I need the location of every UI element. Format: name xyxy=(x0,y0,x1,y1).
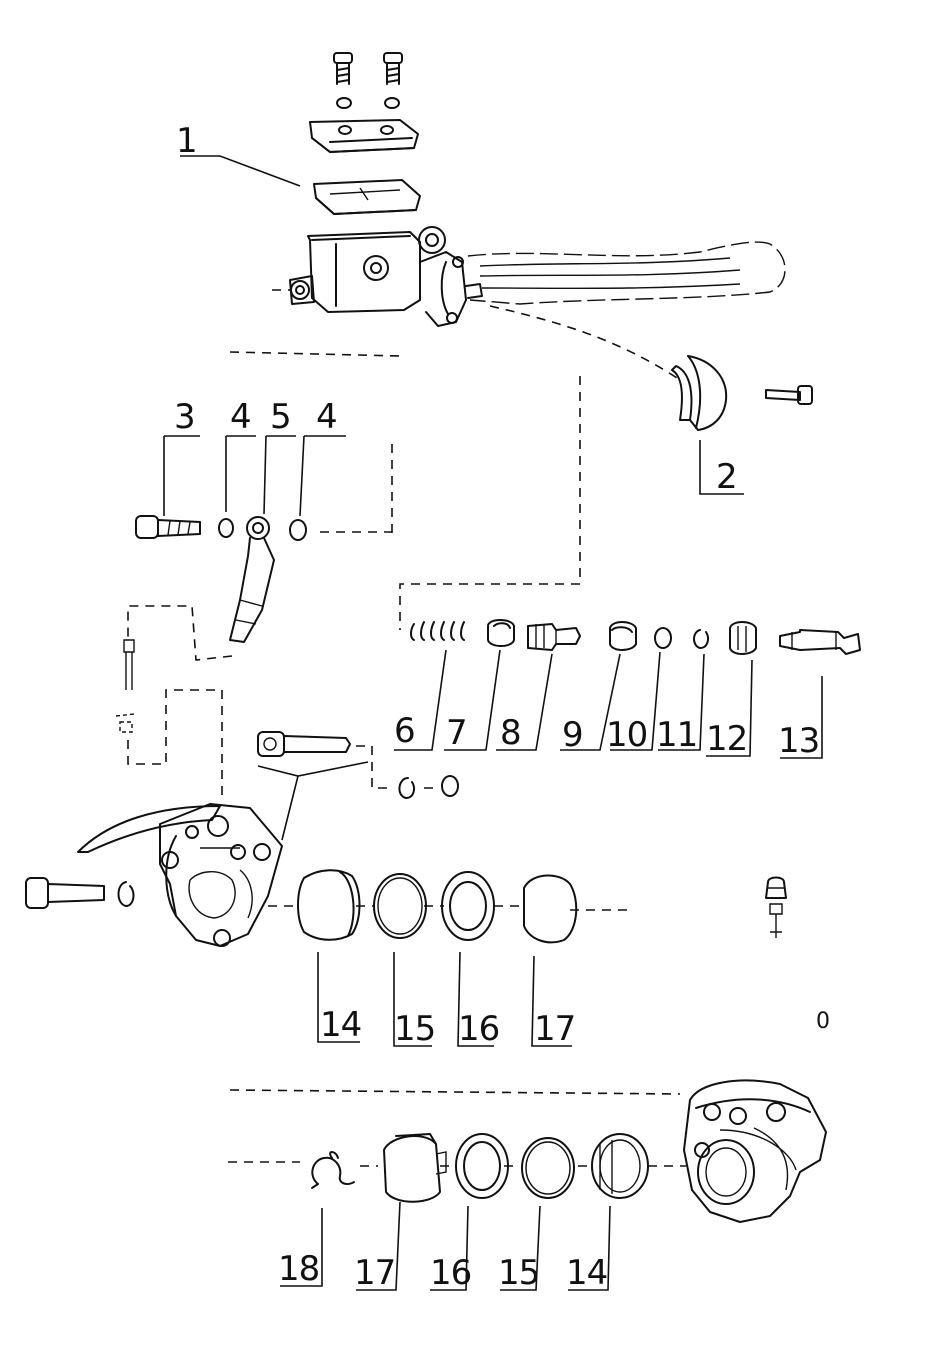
hose-end-fitting xyxy=(115,639,135,733)
callout-leaders-row4 xyxy=(280,1201,611,1291)
callout-18: 18 xyxy=(278,1249,319,1289)
piston-seal-upper xyxy=(373,873,427,939)
callout-4a: 4 xyxy=(230,397,251,437)
sealing-washer-left xyxy=(218,518,234,538)
bolt-circlip xyxy=(398,777,415,799)
caliper-mounting-bolt xyxy=(257,731,351,757)
guide-line-lower-top xyxy=(229,1089,681,1095)
piston-seal-lower xyxy=(521,1137,575,1199)
primary-cup xyxy=(609,621,637,651)
banjo-fitting-hose xyxy=(229,516,275,643)
insulator-cap-upper xyxy=(523,874,578,944)
callout-13: 13 xyxy=(778,721,819,761)
caliper-piston-lower xyxy=(591,1133,649,1199)
callout-5: 5 xyxy=(270,397,291,437)
callout-6: 6 xyxy=(394,711,415,751)
guide-line-caliper-row xyxy=(268,905,630,911)
caliper-piston-upper xyxy=(297,869,361,941)
stray-mark: 0 xyxy=(816,1009,829,1034)
caliper-half-lower xyxy=(683,1079,827,1223)
callout-leaders-top xyxy=(163,155,744,517)
guide-line-master-to-pistons xyxy=(399,376,581,630)
callout-12: 12 xyxy=(706,719,747,759)
callout-8: 8 xyxy=(500,713,521,753)
dust-seal-lower xyxy=(455,1133,509,1199)
callout-11: 11 xyxy=(656,715,697,755)
sealing-washer-right xyxy=(289,519,307,541)
clamp-bolt xyxy=(765,385,813,405)
guide-line-hose-lower xyxy=(127,689,223,800)
callout-16b: 16 xyxy=(430,1253,471,1293)
callout-14b: 14 xyxy=(566,1253,607,1293)
callout-15b: 15 xyxy=(498,1253,539,1293)
callout-leaders-row3 xyxy=(317,951,572,1047)
master-cylinder-body xyxy=(289,226,483,327)
washer xyxy=(654,627,672,649)
callout-leaders-row2 xyxy=(394,649,823,759)
retaining-spring-clip xyxy=(311,1151,355,1189)
guide-line-lower-row xyxy=(228,1161,686,1167)
callout-16a: 16 xyxy=(458,1009,499,1049)
secondary-cup xyxy=(729,621,757,655)
spring xyxy=(410,621,465,641)
clamp-half xyxy=(671,355,728,431)
callout-7: 7 xyxy=(446,713,467,753)
bleed-nipple xyxy=(765,876,787,938)
caliper-half-upper xyxy=(77,803,283,947)
brake-lever xyxy=(467,241,786,305)
callout-14a: 14 xyxy=(320,1005,361,1045)
insulator-cap-lower xyxy=(383,1133,447,1203)
callout-3: 3 xyxy=(174,397,195,437)
push-rod xyxy=(779,629,861,655)
reservoir-cover xyxy=(309,119,419,153)
callout-1: 1 xyxy=(176,121,197,161)
callout-15a: 15 xyxy=(394,1009,435,1049)
callout-10: 10 xyxy=(606,715,647,755)
callout-2: 2 xyxy=(716,457,737,497)
guide-line-bolt-washers xyxy=(356,745,436,789)
spring-cup xyxy=(487,619,515,647)
callout-4b: 4 xyxy=(316,397,337,437)
piston xyxy=(527,623,581,651)
caliper-bolt-lower xyxy=(25,877,135,909)
callout-9: 9 xyxy=(562,715,583,755)
callout-17a: 17 xyxy=(534,1009,575,1049)
reservoir-screws xyxy=(333,52,403,109)
dust-seal-upper xyxy=(441,871,495,941)
bolt-bracket-leader xyxy=(257,761,369,841)
guide-line-clamp xyxy=(489,305,681,381)
reservoir-diaphragm xyxy=(313,179,421,215)
guide-line-top-left xyxy=(229,351,401,357)
guide-line-hose-loop xyxy=(127,605,233,661)
bolt-washer xyxy=(441,775,459,797)
callout-17b: 17 xyxy=(354,1253,395,1293)
circlip xyxy=(693,629,709,649)
banjo-bolt xyxy=(135,515,201,539)
